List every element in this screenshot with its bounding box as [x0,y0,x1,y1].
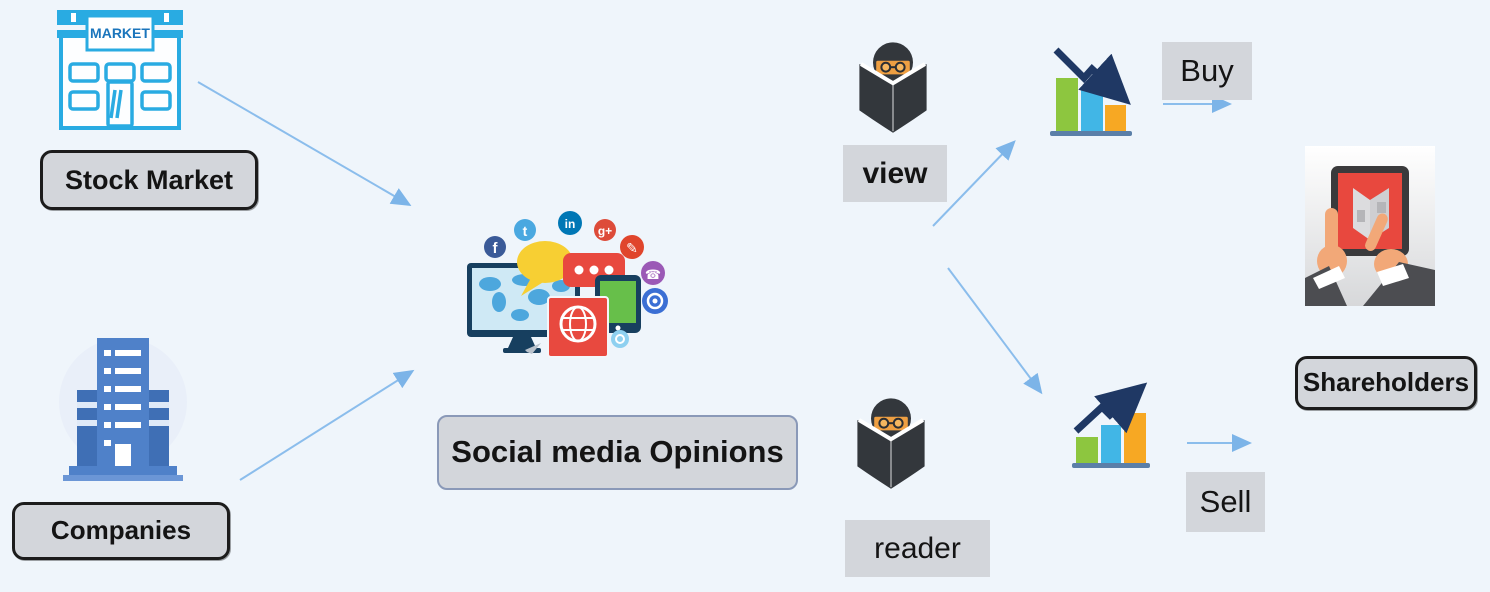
office-building-icon [59,338,187,481]
googleplus-icon: g+ [594,219,616,241]
companies-label-text: Companies [50,515,192,546]
badge-icon [611,330,629,348]
arrow-companies-to-socialmedia [239,369,415,481]
social-media-collage-icon: f t in g+ ✎ ☎ [467,211,668,358]
person-reading-book-icon [857,398,925,489]
hands-holding-tablet-icon [1305,146,1435,306]
buy-label-text: Buy [1180,52,1234,88]
sell-label: Sell [1186,472,1265,532]
linkedin-icon: in [558,211,582,235]
stock-market-label: Stock Market [40,150,258,210]
svg-text:t: t [523,223,528,239]
social-media-opinions-label: Social media Opinions [437,415,798,490]
companies-label: Companies [12,502,230,560]
stock-market-label-text: Stock Market [64,164,234,195]
speech-bubble-icon [517,241,573,296]
svg-text:f: f [493,240,499,257]
svg-text:in: in [565,217,576,231]
arrow-view-to-rising-chart [947,267,1043,395]
view-label-text: view [862,156,928,190]
view-label: view [843,145,947,202]
sell-label-text: Sell [1199,483,1252,519]
facebook-icon: f [484,236,506,258]
reader-label: reader [845,520,990,577]
rising-bar-chart-icon [1072,382,1150,468]
twitter-icon: t [514,219,536,241]
buy-label: Buy [1162,42,1252,100]
tablet-globe-icon [547,296,609,358]
svg-text:g+: g+ [598,224,612,238]
social-media-opinions-label-text: Social media Opinions [451,434,784,470]
eye-icon [642,288,668,314]
market-sign-text: MARKET [90,25,150,41]
cursor-icon [525,343,541,354]
svg-text:☎: ☎ [645,267,661,282]
market-building-icon: MARKET [57,10,183,130]
shareholders-label: Shareholders [1295,356,1477,410]
pencil-icon: ✎ [620,235,644,259]
svg-text:✎: ✎ [626,240,638,256]
phone-icon: ☎ [641,261,665,285]
shareholders-label-text: Shareholders [1302,367,1470,398]
declining-bar-chart-icon [1050,47,1132,136]
reader-label-text: reader [874,531,961,565]
person-reading-book-icon [859,42,927,133]
